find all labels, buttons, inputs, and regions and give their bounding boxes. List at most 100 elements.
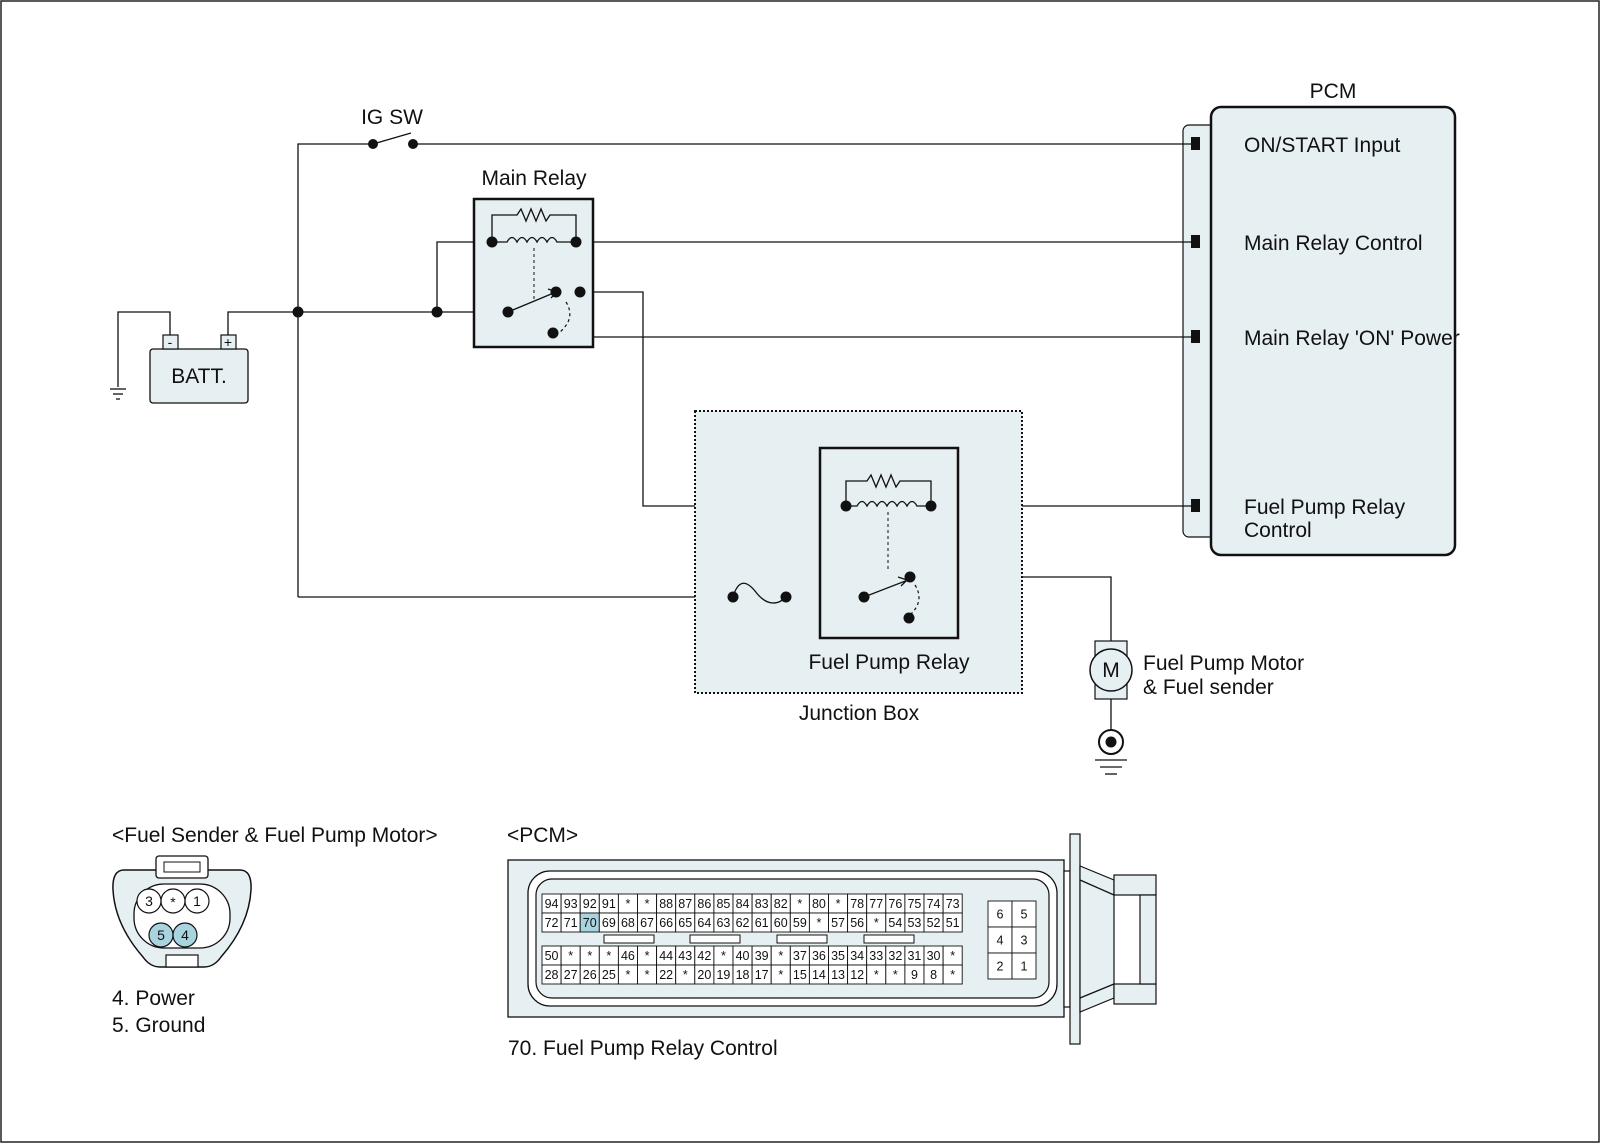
pcm-pin-label: * (950, 949, 955, 963)
pcm-pin-label: * (645, 968, 650, 982)
pcm-pin-label: 9 (911, 968, 918, 982)
pcm-pin-label: 74 (927, 897, 941, 911)
pcm-pin-label: * (874, 916, 879, 930)
pcm-pin-label: * (606, 949, 611, 963)
motor-label-line2: & Fuel sender (1143, 676, 1274, 699)
motor-icon (1089, 648, 1133, 692)
pcm-pin-label: 73 (946, 897, 960, 911)
battery-label: BATT. (171, 365, 227, 388)
pcm-pin-label: 91 (602, 897, 616, 911)
pcm-pin-label: * (645, 949, 650, 963)
pcm-pin-label: * (778, 968, 783, 982)
pcm-pin-label: 46 (621, 949, 635, 963)
pcm-terminal (1191, 499, 1200, 512)
pcm-pin-label: 13 (831, 968, 845, 982)
pcm-flange (1069, 833, 1081, 1045)
pcm-pin-label: 26 (583, 968, 597, 982)
pcm-pin-label: 18 (736, 968, 750, 982)
pcm-pin-label: * (836, 897, 841, 911)
pcm-pin-label: * (626, 897, 631, 911)
pcm-pin-label: 30 (927, 949, 941, 963)
pcm-pin-label: 20 (697, 968, 711, 982)
fuel-pin: * (170, 894, 176, 910)
coil-icon (846, 500, 931, 508)
pcm-module: PCM ON/START Input Main Relay Control Ma… (1182, 80, 1460, 557)
pcm-pin-label: 61 (755, 916, 769, 930)
pcm-pin-label: 1 (1021, 960, 1028, 974)
fuel-legend-power: 4. Power (112, 987, 195, 1010)
pcm-pin-label: 93 (564, 897, 578, 911)
pcm-pin-label: * (797, 897, 802, 911)
battery-pos-label: + (224, 334, 232, 350)
wire-main-relay-on-power (579, 292, 1191, 338)
pcm-pin-label: 76 (888, 897, 902, 911)
battery-pos-terminal (220, 334, 237, 350)
pcm-pin-label: * (874, 968, 879, 982)
pcm-pin-cell (987, 952, 1013, 980)
pcm-pin-label: 2 (997, 960, 1004, 974)
pcm-pin-label: 77 (869, 897, 883, 911)
fuel-sender-connector: <Fuel Sender & Fuel Pump Motor> 3 * 1 5 … (112, 824, 438, 1037)
pcm-pin-label: 80 (812, 897, 826, 911)
fuel-connector-title: <Fuel Sender & Fuel Pump Motor> (112, 824, 438, 847)
pcm-pin-label: 60 (774, 916, 788, 930)
pcm-pin-label: 25 (602, 968, 616, 982)
battery-ground-icon (110, 388, 126, 400)
fuel-pin: 4 (181, 927, 189, 943)
pcm-pin-label: 3 (1021, 934, 1028, 948)
battery-neg-label: - (168, 334, 173, 350)
fuel-pin: 1 (193, 893, 201, 909)
pcm-terminal (1191, 235, 1200, 248)
pcm-box (1209, 105, 1457, 557)
pcm-pin-label: 4 (997, 934, 1004, 948)
wires (117, 143, 1191, 730)
pcm-pin-label: 87 (678, 897, 692, 911)
motor-symbol: M (1102, 659, 1120, 682)
pcm-pin-label: 28 (545, 968, 559, 982)
pcm-pin-cell (942, 964, 963, 985)
pcm-pin-label: * (587, 949, 592, 963)
fuel-pump-relay: Fuel Pump Relay (808, 446, 970, 674)
pcm-input-main-relay-control: Main Relay Control (1244, 232, 1423, 255)
pcm-pin-label: 27 (564, 968, 578, 982)
resistor-icon (491, 207, 577, 242)
battery: - + BATT. (149, 334, 249, 404)
pcm-pin-label: 35 (831, 949, 845, 963)
pcm-pin-label: 53 (907, 916, 921, 930)
pcm-pin-cell (942, 912, 963, 933)
pcm-pin-label: 70 (583, 916, 597, 930)
fuel-pin: 3 (145, 893, 153, 909)
pcm-pin-label: 75 (907, 897, 921, 911)
pcm-pin-label: * (817, 916, 822, 930)
pcm-pin-label: 67 (640, 916, 654, 930)
pcm-pin-label: 32 (888, 949, 902, 963)
pcm-pin-label: 84 (736, 897, 750, 911)
pcm-label: PCM (1310, 80, 1357, 103)
pcm-pin-label: 78 (850, 897, 864, 911)
pcm-pin-cell (1011, 952, 1037, 980)
battery-box (149, 348, 249, 404)
coil-icon (492, 236, 576, 244)
pcm-pin-label: 66 (659, 916, 673, 930)
junction-box-label: Junction Box (799, 702, 920, 725)
pcm-pin-label: * (721, 949, 726, 963)
switch-arm-icon (372, 132, 412, 145)
resistor-icon (845, 473, 932, 506)
pcm-pin-label: 65 (678, 916, 692, 930)
pcm-pin-label: 19 (716, 968, 730, 982)
pcm-connector-title: <PCM> (507, 824, 578, 847)
wire-battery-ground (117, 311, 171, 387)
pcm-pin-label: 62 (736, 916, 750, 930)
pcm-input-fuel-pump-relay-control: Control (1244, 519, 1312, 542)
pcm-pin-label: 71 (564, 916, 578, 930)
pcm-pin-label: 56 (850, 916, 864, 930)
body-ground-icon (1095, 729, 1127, 775)
fuse-icon (732, 582, 786, 604)
pcm-pin-label: * (778, 949, 783, 963)
pcm-pin-label: * (683, 968, 688, 982)
pcm-pin-label: 92 (583, 897, 597, 911)
